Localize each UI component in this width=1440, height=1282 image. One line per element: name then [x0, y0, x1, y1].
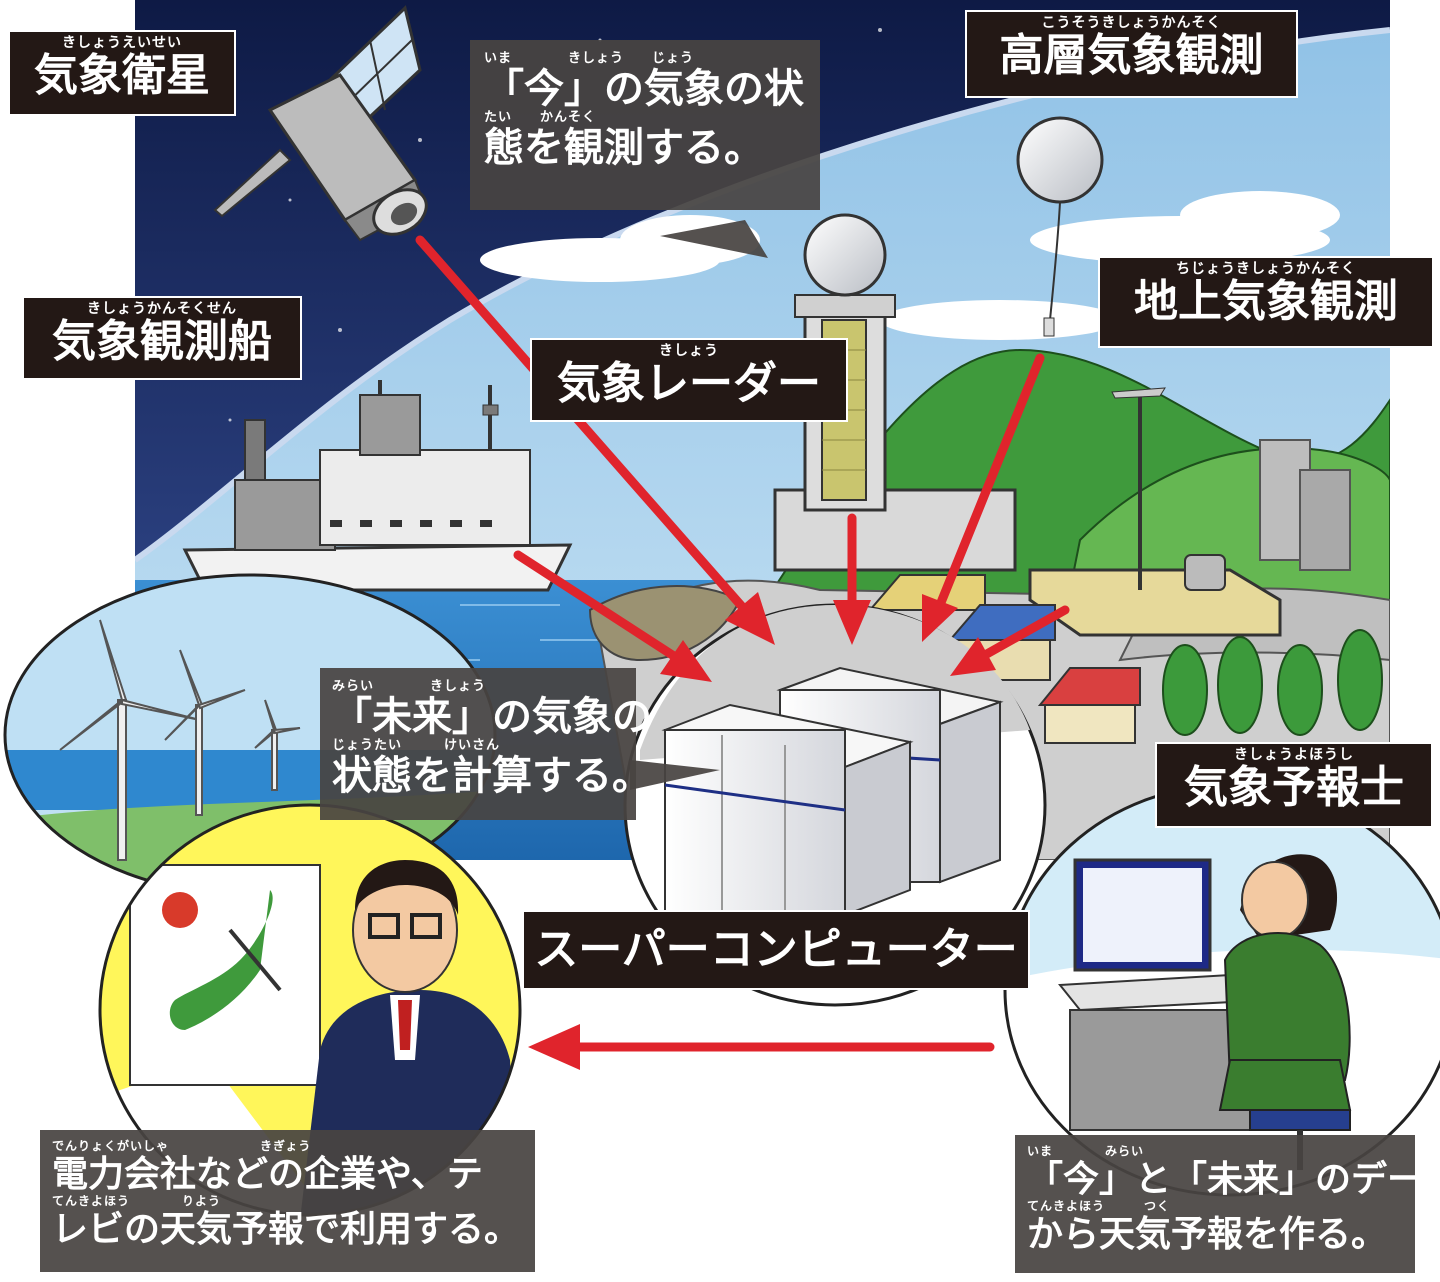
bubble-observe-now: いま きしょう じょう 「今」の気象の状 たい かんそく 態を観測する。 [470, 40, 820, 210]
houses [867, 574, 1141, 744]
label-weather-radar: きしょう 気象レーダー [530, 338, 848, 422]
bubble-tail-future [630, 760, 720, 790]
trees [1162, 629, 1383, 736]
data-flow-arrows [415, 235, 1070, 1070]
label-forecaster: きしょうよほうし 気象予報士 [1155, 742, 1433, 828]
label-observation-ship: きしょうかんそくせん 気象観測船 [22, 296, 302, 380]
bubble-usage: でんりょくがいしゃ きぎょう 電力会社などの企業や、テ てんきよほう りよう レ… [40, 1130, 535, 1272]
bubble-make-forecast: いま みらい 「今」と「未来」のデータ てんきよほう つく から天気予報を作る。 [1015, 1135, 1440, 1273]
forecaster-scene [1003, 783, 1440, 1197]
weather-satellite [213, 5, 428, 242]
label-upper-air-observation: こうそうきしょうかんそく 高層気象観測 [965, 10, 1298, 98]
observation-ship [182, 380, 573, 592]
bubble-compute-future: みらい きしょう 「未来」の気象の じょうたい けいさん 状態を計算する。 [320, 668, 652, 820]
surface-observation-station [1028, 387, 1351, 637]
supercomputer-scene [623, 603, 1047, 1007]
label-surface-observation: ちじょうきしょうかんそく 地上気象観測 [1098, 256, 1434, 348]
label-weather-satellite: きしょうえいせい 気象衛星 [8, 30, 236, 116]
label-supercomputer: スーパーコンピューター [522, 910, 1030, 990]
bubble-tail-now [660, 220, 768, 258]
weather-balloon [1016, 116, 1104, 337]
